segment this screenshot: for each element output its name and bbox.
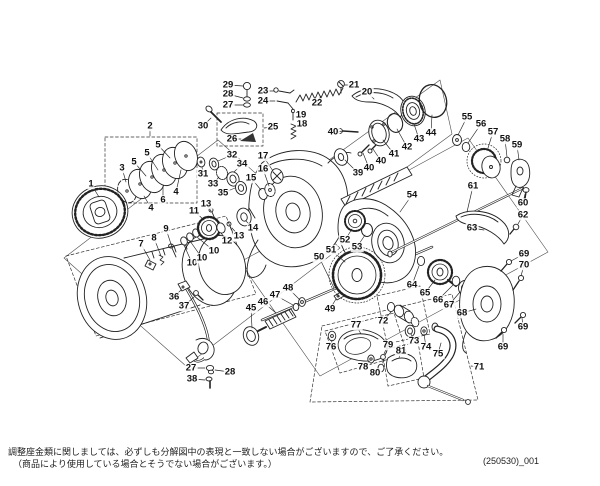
leader-line-65 (424, 279, 436, 294)
oscillation-parts-drawing (144, 207, 256, 271)
leader-line-45 (250, 307, 253, 329)
leader-line-40 (362, 152, 370, 169)
oscillating-gear-drawing (387, 134, 531, 258)
leader-line-59 (516, 144, 520, 161)
leader-line-48 (287, 287, 301, 301)
drive-gear-drawing (328, 210, 386, 304)
leader-line-63 (471, 227, 485, 231)
pinion-parts-drawing (258, 168, 284, 200)
drag-washers-drawing (117, 140, 198, 204)
leader-line-22 (316, 95, 322, 104)
line-roller-parts-drawing (196, 156, 247, 195)
rotor-drawing (246, 150, 352, 278)
leader-line-69 (521, 317, 524, 328)
leader-line-13 (205, 203, 212, 212)
leader-line-36 (173, 289, 182, 298)
spool-drawing (76, 234, 247, 340)
leader-line-32 (217, 154, 233, 162)
leader-line-28 (214, 369, 231, 373)
leader-line-30 (202, 117, 212, 127)
leader-line-39 (344, 159, 359, 174)
leader-line-25 (263, 126, 274, 129)
leader-line-58 (504, 138, 508, 158)
leader-line-66 (437, 284, 454, 301)
leader-line-19 (294, 114, 302, 118)
handle-crank-box (376, 285, 431, 345)
leader-line-55 (457, 116, 468, 136)
leader-line-54 (399, 194, 413, 213)
leader-line-71 (470, 365, 480, 368)
leader-line-29 (227, 84, 244, 87)
document-number: (250530)_001 (483, 456, 540, 466)
leader-line-8 (153, 237, 162, 257)
leader-line-50 (318, 256, 335, 289)
roller-clutch-drawing (333, 84, 448, 166)
leader-line-69 (510, 253, 525, 262)
leader-line-56 (467, 123, 482, 144)
footer-disclaimer-line1: 調整座金類に関しましては、必ずしも分解図中の表現と一致しない場合がございますので… (8, 447, 449, 457)
leader-line-74 (423, 333, 427, 348)
footer-disclaimer-line2: （商品により使用している場合とそうでない場合がございます。） (13, 459, 277, 469)
leader-line-75 (437, 342, 442, 355)
leader-line-78 (362, 360, 371, 368)
leader-line-31 (201, 166, 204, 175)
leader-line-34 (233, 163, 243, 173)
leader-line-4 (143, 195, 152, 209)
leader-line-28 (227, 93, 244, 99)
leader-line-38 (191, 378, 206, 381)
leader-line-62 (517, 214, 524, 225)
leader-line-18 (294, 123, 303, 128)
leader-line-33 (212, 176, 220, 185)
leader-line-35 (222, 187, 236, 194)
leader-line-57 (487, 131, 494, 149)
bail-wire-drawing (177, 280, 215, 389)
leader-line-42 (396, 128, 408, 148)
leader-line-49 (329, 298, 337, 310)
leader-line-64 (411, 265, 420, 286)
leader-line-11 (193, 210, 205, 221)
leader-line-41 (382, 139, 395, 155)
handle-assembly-box (309, 293, 479, 403)
body-cover-drawing (459, 258, 527, 354)
leader-line-72 (382, 311, 392, 322)
leader-line-43 (413, 123, 420, 140)
leader-line-61 (466, 185, 474, 213)
handle-assembly-drawing (327, 301, 471, 405)
leader-line-44 (430, 114, 433, 134)
bail-lever-group-box (216, 112, 264, 147)
leader-line-40 (372, 148, 382, 162)
leader-line-47 (274, 294, 294, 306)
drag-knob-drawing (71, 185, 129, 239)
